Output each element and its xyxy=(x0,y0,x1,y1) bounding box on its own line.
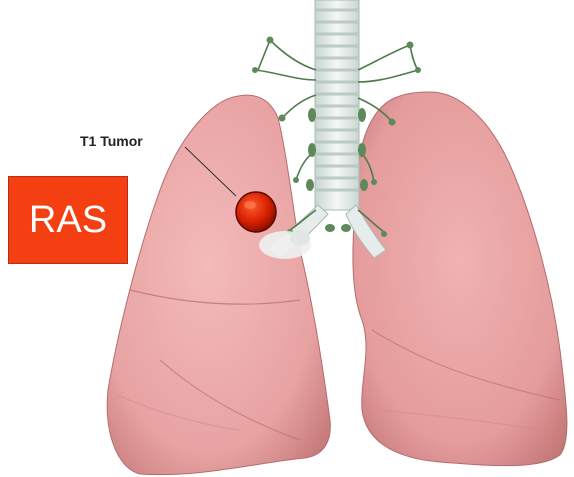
right-lung xyxy=(353,92,567,466)
ras-badge: RAS xyxy=(8,176,128,264)
tumor xyxy=(236,192,276,232)
left-lung xyxy=(107,95,330,474)
tumor-label: T1 Tumor xyxy=(80,133,143,149)
